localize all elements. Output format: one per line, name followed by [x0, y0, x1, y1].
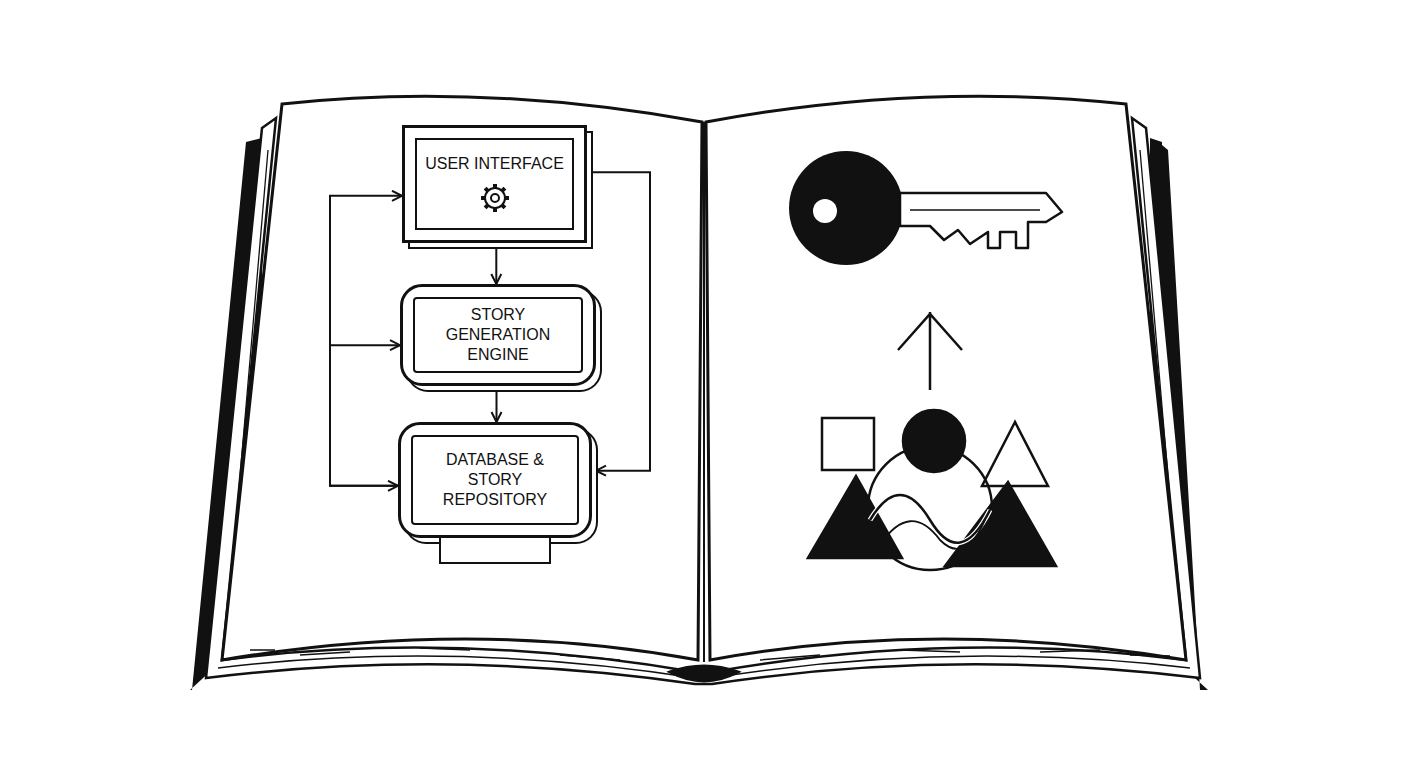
key-symbol — [789, 151, 1062, 265]
gear-icon — [475, 178, 515, 218]
flow-arrow — [496, 386, 498, 422]
up-arrow — [898, 312, 962, 390]
interface-box: USER INTERFACE — [402, 125, 587, 243]
box-label: DATABASE & STORY REPOSITORY — [415, 450, 575, 510]
book-pages — [222, 96, 1186, 681]
shapes-symbol — [808, 410, 1056, 570]
flow-arrow — [587, 172, 650, 471]
flow-arrow — [330, 196, 402, 486]
flow-arrow — [330, 345, 400, 486]
database-box: DATABASE & STORY REPOSITORY — [398, 422, 592, 538]
box-label: STORY GENERATION ENGINE — [417, 305, 579, 365]
repository-tab — [439, 538, 551, 564]
flow-arrow — [495, 243, 497, 284]
engine-box: STORY GENERATION ENGINE — [400, 284, 596, 386]
box-label: USER INTERFACE — [419, 154, 570, 174]
page-edge-marks — [250, 648, 1170, 660]
